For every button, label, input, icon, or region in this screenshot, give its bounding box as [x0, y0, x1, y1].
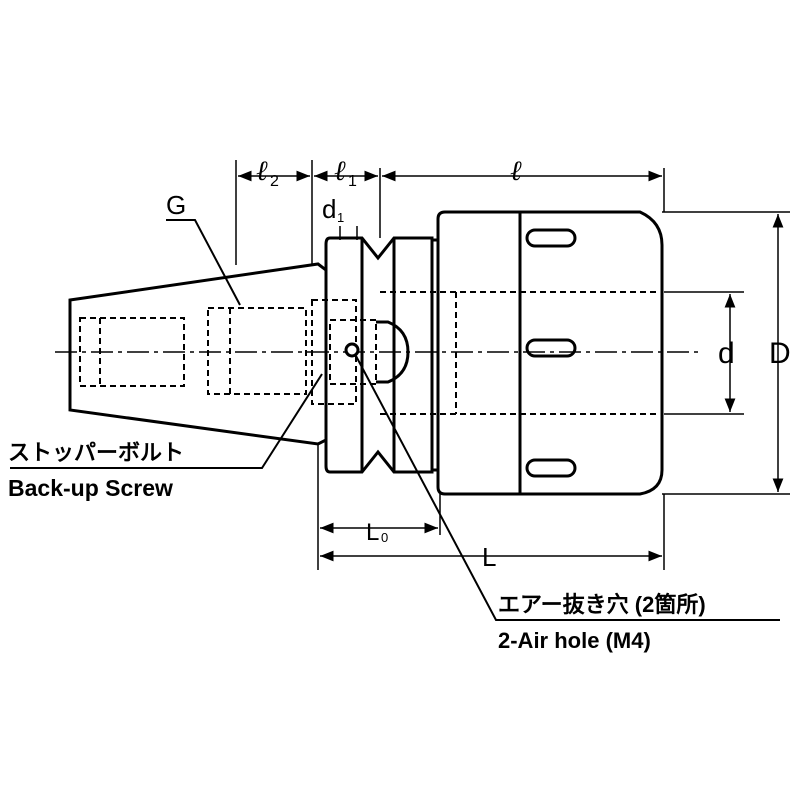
air-hole-label-jp: エアー抜き穴 (2箇所): [498, 592, 706, 617]
leader-backup-screw: [10, 373, 323, 469]
extension-lines: [235, 160, 790, 570]
air-hole-marker: [344, 342, 360, 358]
dim-d1-label: d 1: [322, 194, 344, 225]
svg-text:d: d: [322, 194, 336, 224]
leader-lines: [10, 219, 780, 621]
dim-l1-label: ℓ 1: [334, 156, 357, 190]
dim-d-label: d: [718, 337, 735, 370]
stopper-bolt-label-jp: ストッパーボルト: [8, 440, 184, 465]
svg-text:L: L: [366, 519, 379, 546]
leader-G: [166, 219, 241, 306]
dim-G-label: G: [166, 190, 186, 220]
dim-L0-label: L 0: [366, 519, 388, 546]
air-hole-label-en: 2-Air hole (M4): [498, 628, 651, 653]
dim-l-label: ℓ: [510, 156, 522, 187]
hidden-lines: [79, 291, 660, 415]
svg-text:ℓ: ℓ: [334, 156, 346, 187]
svg-text:1: 1: [348, 173, 357, 190]
svg-text:ℓ: ℓ: [256, 156, 268, 187]
backup-screw-label: Back-up Screw: [8, 475, 173, 501]
dim-l2-label: ℓ 2: [256, 156, 279, 190]
svg-text:0: 0: [381, 530, 388, 545]
collet-nut: [436, 210, 664, 496]
taper-shank: [68, 262, 328, 446]
flange: [324, 236, 438, 474]
svg-text:1: 1: [337, 210, 344, 225]
dim-D-label: D: [769, 337, 791, 370]
svg-text:ℓ: ℓ: [510, 156, 522, 187]
svg-text:2: 2: [270, 173, 279, 190]
dimension-lines: [238, 170, 784, 562]
dim-L-label: L: [482, 542, 496, 572]
leader-air-hole: [355, 355, 780, 621]
